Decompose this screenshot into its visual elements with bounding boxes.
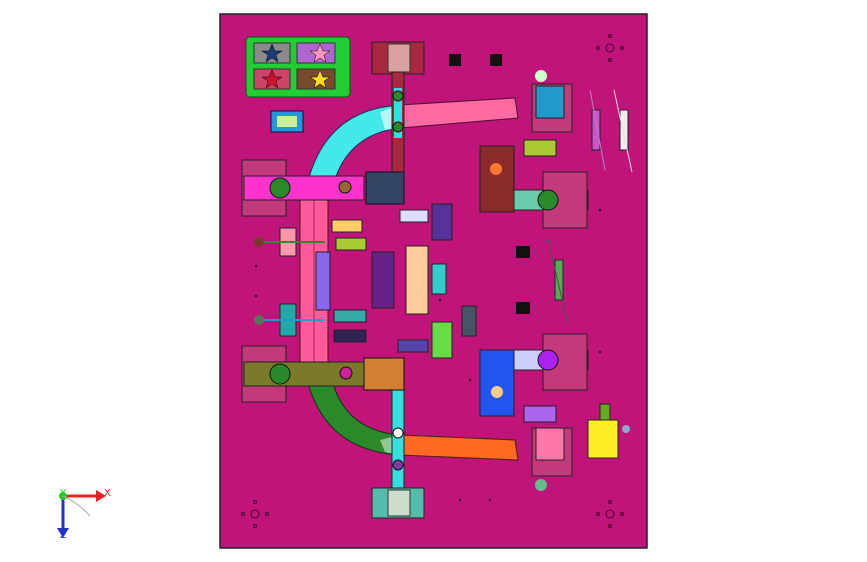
side-pins-left[interactable]: [254, 227, 325, 337]
red-star-icon: [261, 69, 283, 89]
top-right-cylinder[interactable]: [531, 70, 573, 133]
curved-rail-top[interactable]: [304, 97, 519, 201]
small-markers: [449, 54, 530, 314]
corner-holes: [241, 34, 624, 528]
x-axis-arrow-icon: [96, 490, 106, 502]
blue-star-icon: [261, 43, 283, 63]
axis-triad: [57, 490, 106, 538]
small-fixture[interactable]: [270, 110, 304, 133]
slide-block-bottom-left[interactable]: [241, 345, 365, 403]
y-axis-label: Y: [60, 488, 67, 499]
right-top-assembly[interactable]: [479, 139, 589, 229]
star-tray[interactable]: [245, 36, 351, 98]
bottom-clamp[interactable]: [371, 369, 425, 519]
x-axis-label: X: [104, 488, 111, 499]
pink-star-icon: [309, 43, 331, 63]
right-bottom-assembly[interactable]: [479, 333, 589, 423]
bottom-right-yellow[interactable]: [531, 403, 630, 491]
plate-holes: [254, 208, 602, 502]
z-axis-label: Z: [60, 530, 67, 541]
centre-parts[interactable]: [315, 171, 477, 391]
top-clamp[interactable]: [371, 41, 425, 193]
spring-pins-right[interactable]: [547, 89, 633, 325]
vertical-rail-left[interactable]: [299, 196, 329, 366]
yellow-star-icon: [309, 69, 331, 89]
slide-block-top-left[interactable]: [241, 159, 365, 217]
z-axis-arrow-icon: [57, 528, 69, 538]
